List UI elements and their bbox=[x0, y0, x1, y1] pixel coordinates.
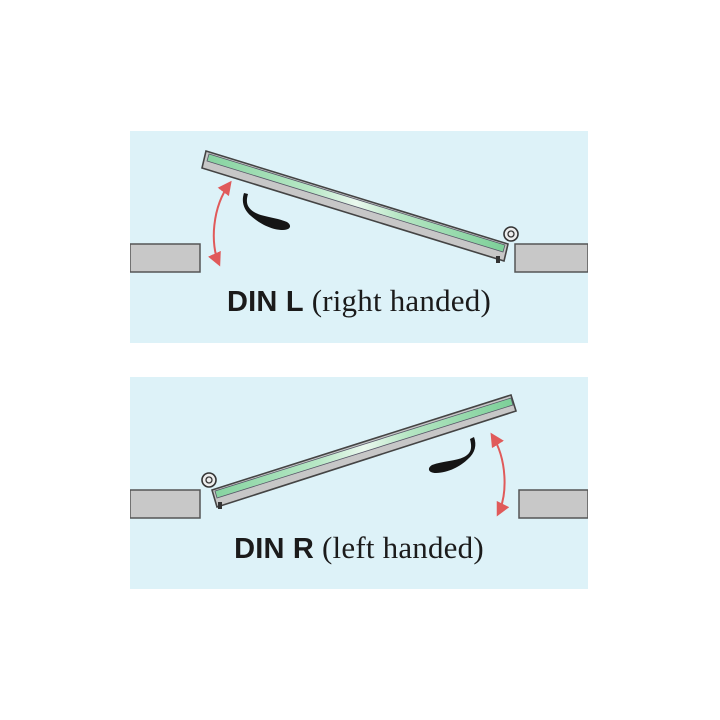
door-handle-icon bbox=[428, 437, 476, 473]
swing-arrow-icon bbox=[208, 180, 232, 267]
din-l-diagram: DIN L (right handed) bbox=[130, 131, 588, 343]
din-r-caption: DIN R (left handed) bbox=[130, 530, 588, 566]
right-frame-block bbox=[518, 489, 588, 519]
din-l-illustration bbox=[130, 149, 588, 273]
left-frame-block bbox=[130, 489, 201, 519]
din-r-label: DIN R bbox=[234, 533, 315, 565]
din-l-caption: DIN L (right handed) bbox=[130, 283, 588, 319]
door-handle-icon bbox=[242, 193, 291, 230]
din-r-diagram: DIN R (left handed) bbox=[130, 377, 588, 589]
door-sash bbox=[201, 149, 509, 263]
din-r-handedness: (left handed) bbox=[322, 530, 484, 565]
hinge-icon bbox=[201, 472, 217, 488]
hinge-icon bbox=[503, 226, 519, 242]
door-sash bbox=[211, 393, 518, 509]
din-l-label: DIN L bbox=[227, 286, 304, 318]
right-frame-block bbox=[514, 243, 588, 273]
din-r-illustration bbox=[130, 393, 588, 519]
swing-arrow-icon bbox=[490, 432, 510, 517]
left-frame-block bbox=[130, 243, 201, 273]
din-l-handedness: (right handed) bbox=[311, 283, 491, 318]
